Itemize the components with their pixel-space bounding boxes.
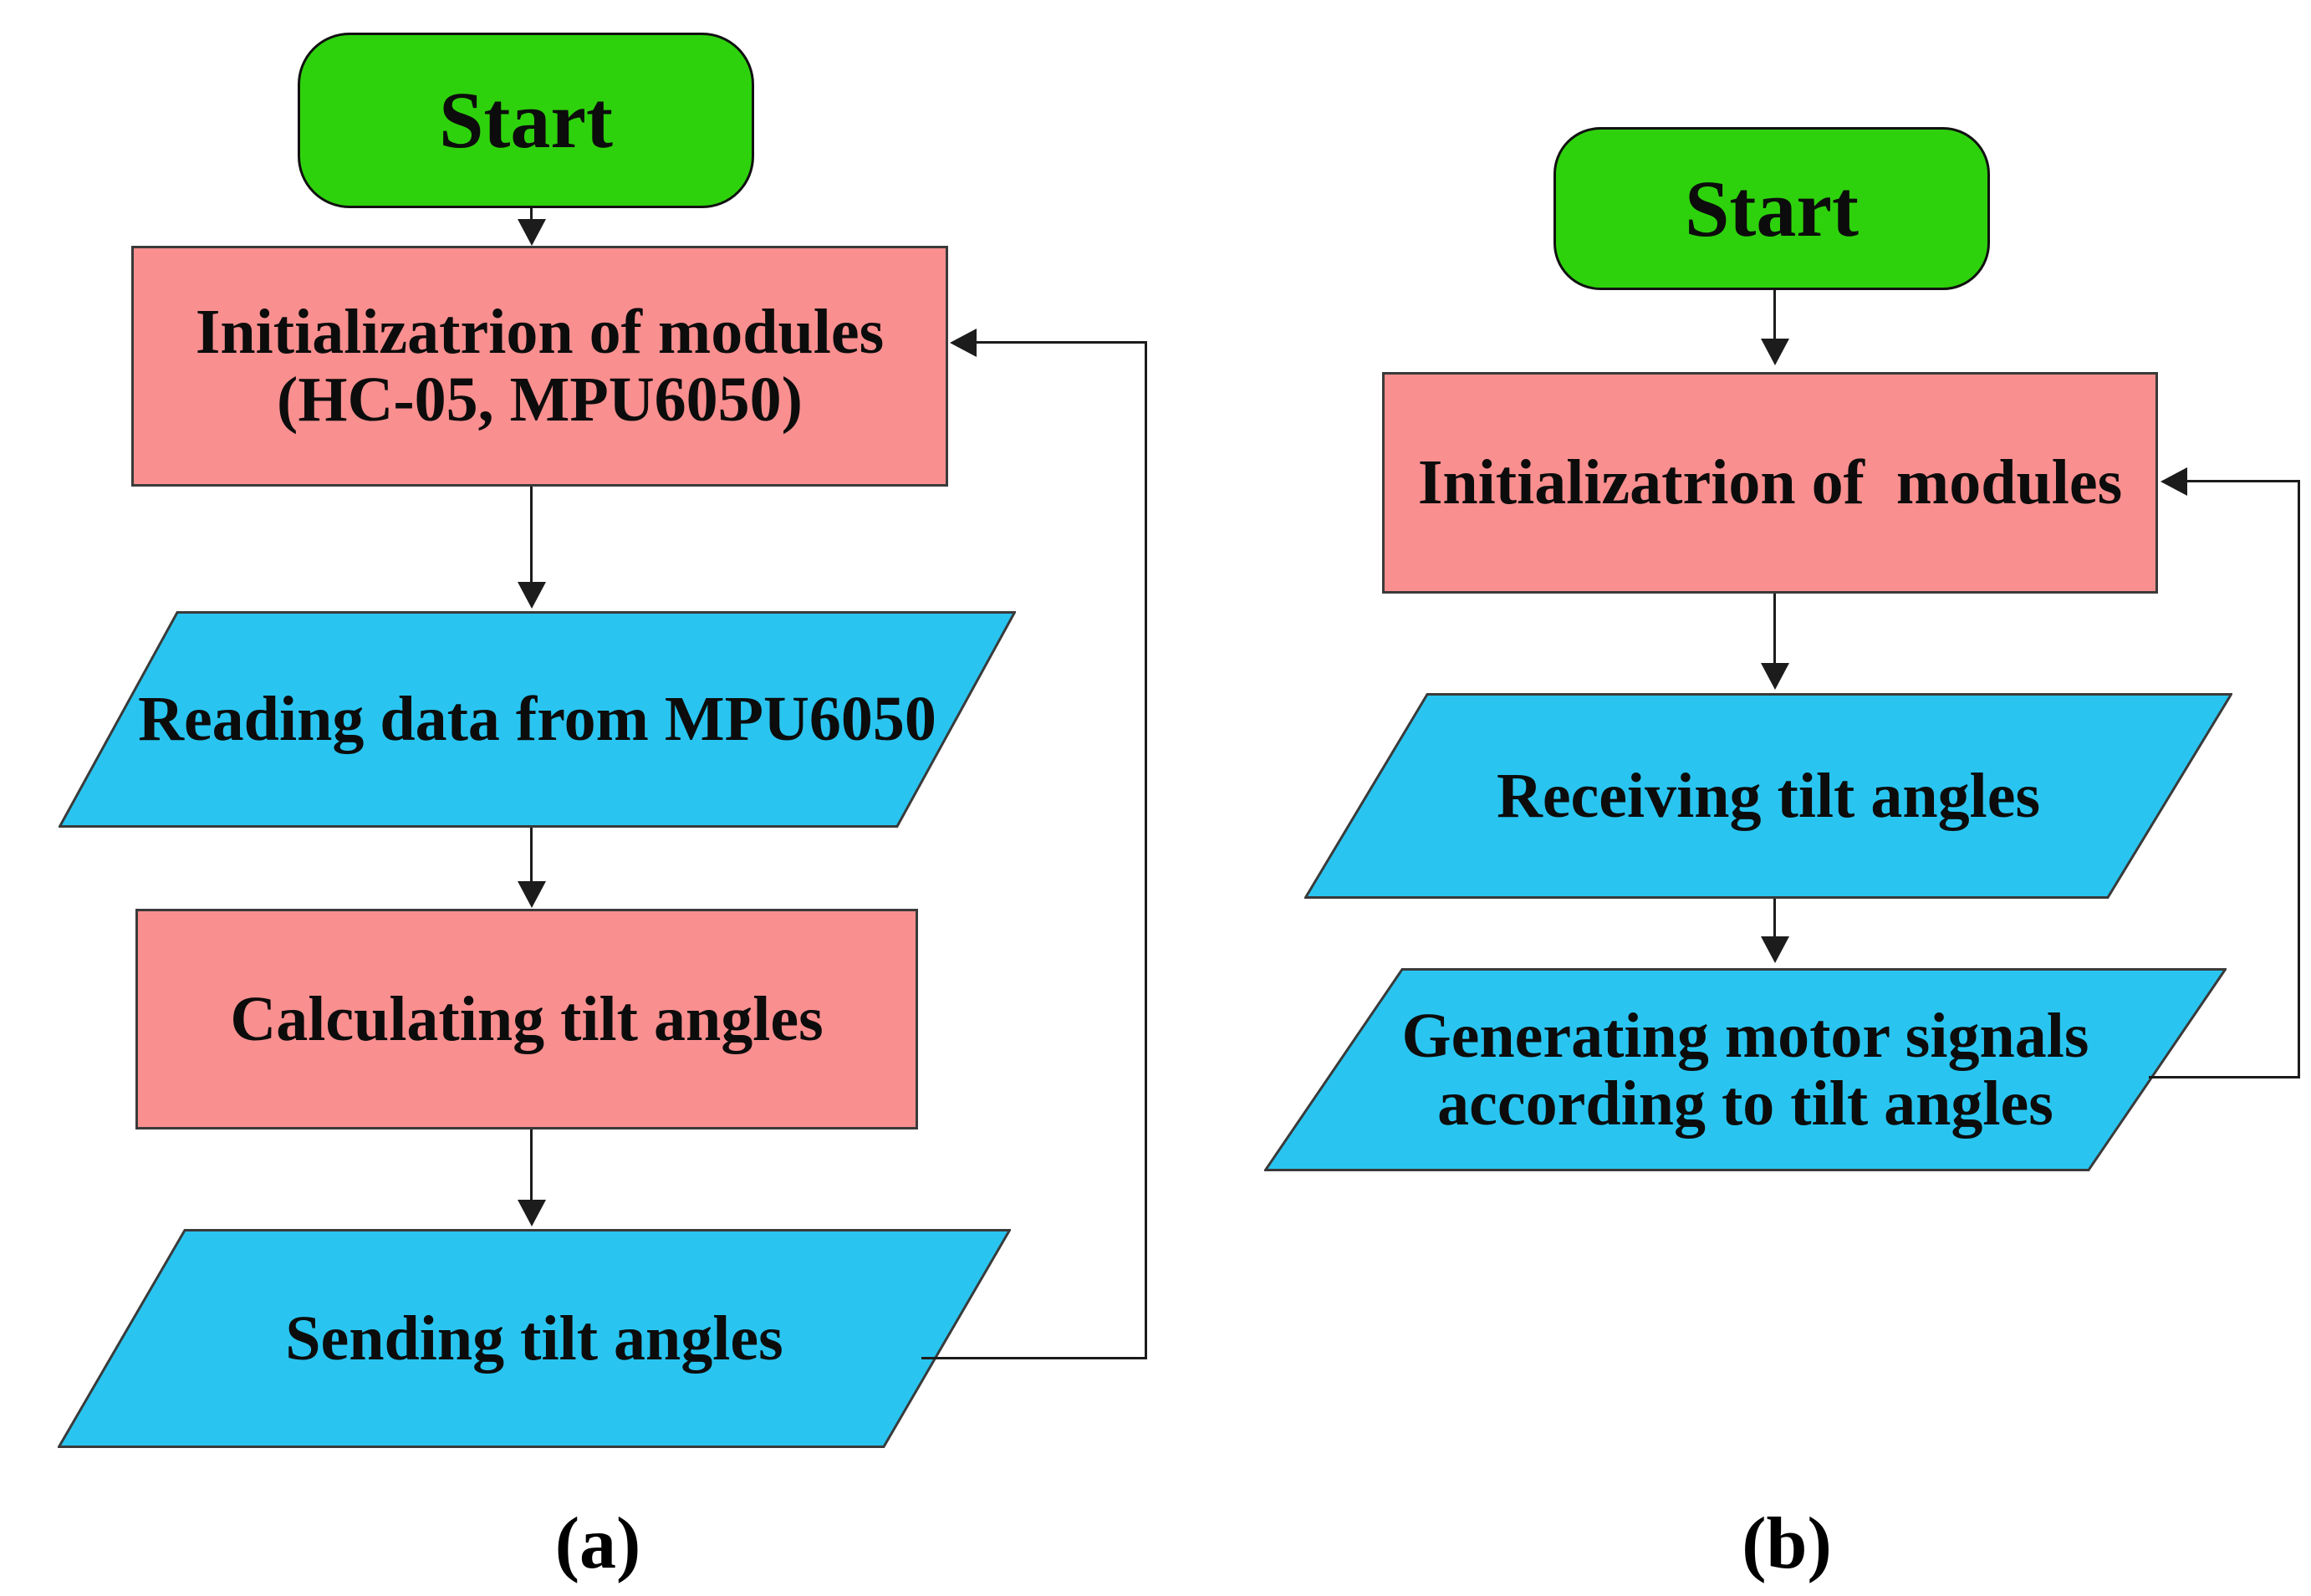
arrowhead-start-init-b [1761, 339, 1789, 365]
feedback-loop-b-top [2186, 480, 2300, 482]
arrowhead-start-init-a [518, 219, 546, 246]
init-modules-label-b: Initializatrion of modules [1417, 447, 2123, 518]
arrowhead-init-reading-a [518, 582, 546, 609]
caption-a: (a) [554, 1503, 641, 1584]
feedback-loop-a-bottom [921, 1357, 1147, 1359]
arrowhead-receiving-generating-b [1761, 936, 1789, 963]
init-modules-line1-a: Initializatrion of modules [195, 297, 885, 368]
parallelogram-shape-b2 [1264, 968, 2227, 1171]
io-generating-line2-b: according to tilt angles [1437, 1068, 2053, 1139]
calculating-node-a: Calculating tilt angles [135, 909, 918, 1129]
io-generating-line1-b: Generating motor signals [1401, 1000, 2089, 1071]
start-node-a: Start [298, 33, 754, 208]
io-reading-label-a: Reading data from MPU6050 [138, 684, 936, 755]
init-modules-node-a: Initializatrion of modules(HC-05, MPU605… [131, 246, 948, 487]
feedback-loop-b-vertical [2298, 480, 2300, 1078]
arrow-reading-calc-a [530, 828, 533, 883]
arrow-init-reading-a [530, 487, 533, 584]
io-reading-node-a: Reading data from MPU6050 [59, 611, 1016, 828]
feedback-loop-b-arrowhead [2161, 467, 2187, 496]
start-label-a: Start [439, 75, 613, 166]
arrow-init-receiving-b [1773, 594, 1776, 665]
arrowhead-reading-calc-a [518, 881, 546, 908]
io-receiving-node-b: Receiving tilt angles [1304, 693, 2232, 899]
start-node-b: Start [1553, 127, 1990, 290]
parallelogram-shape-b1 [1304, 693, 2232, 899]
io-sending-label-a: Sending tilt angles [285, 1303, 783, 1374]
parallelogram-shape-a2 [58, 1229, 1011, 1448]
calculating-label-a: Calculating tilt angles [230, 983, 824, 1054]
init-modules-label-a: Initializatrion of modules(HC-05, MPU605… [134, 248, 946, 484]
arrow-calc-sending-a [530, 1129, 533, 1201]
arrow-receiving-generating-b [1773, 899, 1776, 938]
start-label-b: Start [1685, 163, 1859, 253]
arrowhead-calc-sending-a [518, 1200, 546, 1226]
arrow-start-init-a [530, 208, 533, 223]
init-modules-node-b: Initializatrion of modules [1382, 372, 2158, 594]
feedback-loop-a-arrowhead [950, 329, 977, 357]
parallelogram-shape-a1 [59, 611, 1016, 828]
arrowhead-init-receiving-b [1761, 663, 1789, 690]
init-modules-line2-a: (HC-05, MPU6050) [277, 365, 803, 435]
feedback-loop-a-vertical [1145, 341, 1147, 1359]
arrow-start-init-b [1773, 290, 1776, 340]
feedback-loop-a-top [975, 341, 1146, 344]
feedback-loop-b-bottom [2149, 1076, 2300, 1078]
io-receiving-label-b: Receiving tilt angles [1496, 760, 2041, 831]
io-sending-node-a: Sending tilt angles [58, 1229, 1011, 1448]
caption-b: (b) [1742, 1503, 1832, 1584]
